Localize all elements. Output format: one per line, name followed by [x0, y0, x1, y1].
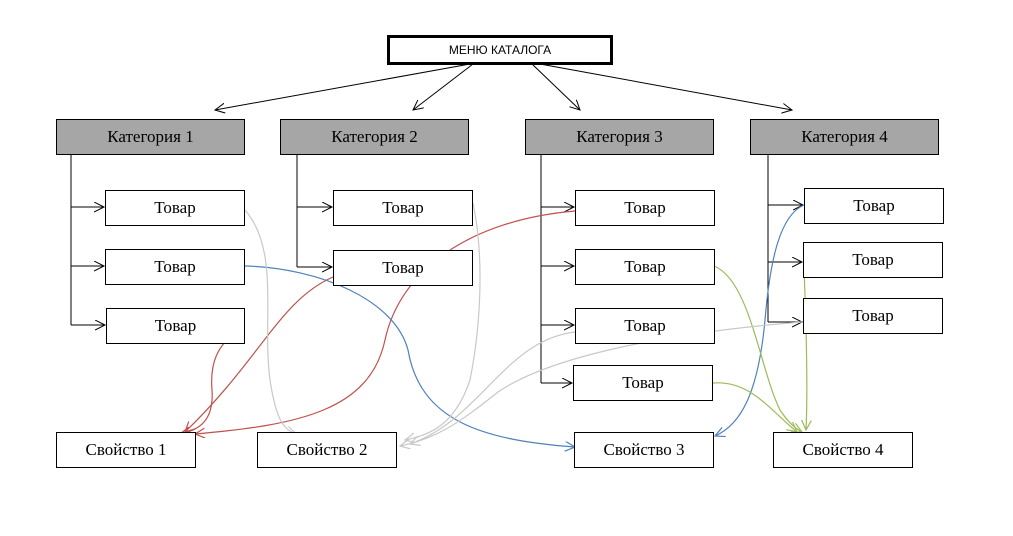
link-green: [804, 267, 807, 430]
catalog-menu-label: МЕНЮ КАТАЛОГА: [448, 43, 552, 57]
product-box: Товар: [333, 250, 473, 286]
category-label: Категория 1: [107, 127, 194, 146]
property-1-box: Свойство 1: [56, 432, 196, 468]
product-box: Товар: [106, 308, 245, 344]
product-box: Товар: [575, 249, 715, 285]
category-label: Категория 4: [801, 127, 888, 146]
product-label: Товар: [154, 316, 197, 335]
property-label: Свойство 4: [802, 440, 884, 459]
product-label: Товар: [382, 258, 424, 277]
product-box: Товар: [575, 308, 715, 344]
property-4-box: Свойство 4: [773, 432, 913, 468]
property-links: [180, 202, 807, 447]
product-label: Товар: [382, 198, 424, 217]
arrow-root-cat4: [539, 63, 792, 110]
link-green: [713, 265, 802, 432]
property-label: Свойство 2: [286, 440, 368, 459]
property-label: Свойство 3: [603, 440, 685, 459]
product-box: Товар: [575, 190, 715, 226]
link-gray: [410, 331, 576, 444]
property-label: Свойство 1: [85, 440, 167, 459]
tree-lines: [70, 155, 803, 383]
link-gray: [400, 321, 803, 446]
product-label: Товар: [624, 257, 666, 276]
property-3-box: Свойство 3: [574, 432, 714, 468]
product-box: Товар: [105, 190, 245, 226]
product-label: Товар: [852, 250, 894, 269]
category-3-box: Категория 3: [525, 119, 714, 155]
link-blue: [244, 265, 575, 447]
link-gray: [405, 202, 481, 440]
product-box: Товар: [105, 249, 245, 285]
link-red: [185, 276, 334, 432]
arrow-root-cat2: [413, 63, 474, 110]
arrow-root-cat1: [215, 63, 471, 110]
product-label: Товар: [853, 196, 895, 215]
root-arrows: [215, 63, 792, 110]
arrow-root-cat3: [531, 63, 580, 110]
product-box: Товар: [333, 190, 473, 226]
product-label: Товар: [154, 257, 196, 276]
link-green: [712, 382, 797, 432]
category-4-box: Категория 4: [750, 119, 939, 155]
product-label: Товар: [622, 373, 664, 392]
product-box: Товар: [804, 188, 944, 224]
category-label: Категория 3: [576, 127, 663, 146]
category-2-box: Категория 2: [280, 119, 469, 155]
product-label: Товар: [624, 316, 666, 335]
link-blue: [715, 204, 805, 436]
product-box: Товар: [573, 365, 713, 401]
link-gray: [244, 209, 296, 434]
product-box: Товар: [803, 242, 943, 278]
product-label: Товар: [624, 198, 666, 217]
product-box: Товар: [803, 298, 943, 334]
catalog-menu-box: МЕНЮ КАТАЛОГА: [387, 35, 613, 65]
product-label: Товар: [154, 198, 196, 217]
category-label: Категория 2: [331, 127, 418, 146]
product-label: Товар: [852, 306, 894, 325]
category-1-box: Категория 1: [56, 119, 245, 155]
property-2-box: Свойство 2: [257, 432, 397, 468]
link-red: [195, 210, 576, 434]
